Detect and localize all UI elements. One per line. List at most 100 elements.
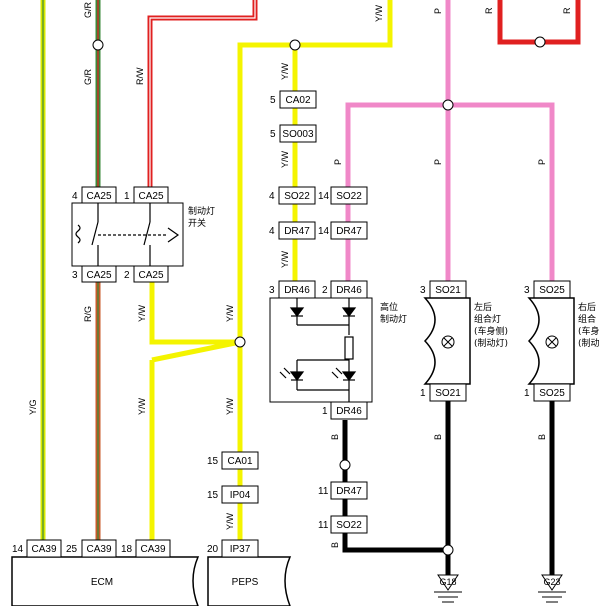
wire-yw-main — [237, 0, 393, 540]
connector-ca25-br-pin: 2 — [124, 270, 130, 281]
wire-rw-stripe — [149, 0, 256, 190]
connector-ca01 — [221, 451, 259, 470]
connector-so003-name: SO003 — [282, 129, 314, 140]
wire-label-r-right: R — [562, 7, 572, 14]
connector-so22-right-pin: 14 — [318, 191, 330, 202]
left-rear-label-1: 左后 — [474, 301, 492, 313]
connector-ca39-c-pin: 18 — [121, 544, 133, 555]
connector-ca25-tr — [133, 186, 169, 204]
splice-gr — [92, 39, 104, 51]
wire-label-yw-c: Y/W — [280, 250, 290, 268]
wire-r-loop — [497, 0, 581, 45]
splice-b — [339, 459, 351, 471]
splice-b-g18 — [442, 544, 454, 556]
peps-label: PEPS — [232, 577, 259, 588]
wire-label-b-a: B — [330, 434, 340, 440]
ground-g18 — [434, 574, 462, 603]
connector-ca02-name: CA02 — [285, 95, 310, 106]
connector-dr46-bottom-name: DR46 — [336, 406, 362, 417]
wire-label-gr-mid: G/R — [83, 68, 93, 85]
ground-g23 — [538, 574, 566, 603]
connector-so21-bottom-name: SO21 — [435, 388, 461, 399]
splice-p — [442, 99, 454, 111]
wire-label-gr-top: G/R — [83, 1, 93, 18]
ground-g23-label: G23 — [543, 577, 560, 587]
wire-label-p-top: P — [433, 8, 443, 14]
ecm-label: ECM — [91, 577, 113, 588]
connector-so25-top-pin: 3 — [524, 285, 530, 296]
wire-label-yw-h: Y/W — [225, 512, 235, 530]
connector-ca25-bl-name: CA25 — [86, 270, 111, 281]
connector-ca02-pin: 5 — [270, 95, 276, 106]
connector-so22-left-pin: 4 — [269, 191, 275, 202]
connector-ca39-a-pin: 14 — [12, 544, 24, 555]
connector-ip37-name: IP37 — [230, 544, 251, 555]
connector-ca25-bl — [81, 265, 117, 283]
connector-so25-bottom-pin: 1 — [524, 388, 530, 399]
right-rear-label-4: (制动 — [578, 337, 600, 349]
wire-label-p-b: P — [433, 159, 443, 165]
left-rear-label-3: (车身侧) — [474, 325, 508, 337]
ground-g18-label: G18 — [439, 577, 456, 587]
splice-yw-top — [289, 39, 301, 51]
wire-label-yw-a: Y/W — [280, 62, 290, 80]
connector-ca39-b-name: CA39 — [86, 544, 111, 555]
connector-so21-top-name: SO21 — [435, 285, 461, 296]
connector-ca39-c — [135, 539, 171, 558]
connector-ca25-bl-pin: 3 — [72, 270, 78, 281]
connector-so22-low — [330, 515, 368, 534]
connector-ca25-tl-pin: 4 — [72, 191, 78, 202]
connector-ca25-br — [133, 265, 169, 283]
wire-label-p-a: P — [333, 159, 343, 165]
connector-ca01-pin: 15 — [207, 456, 219, 467]
connector-ip37-pin: 20 — [207, 544, 219, 555]
wire-label-yw-e: Y/W — [225, 304, 235, 322]
connector-dr47-right-name: DR47 — [336, 226, 362, 237]
right-rear-label-1: 右后 — [578, 301, 596, 313]
connector-so003 — [279, 124, 317, 143]
connector-so22-right-name: SO22 — [336, 191, 362, 202]
connector-ca25-tr-pin: 1 — [124, 191, 130, 202]
connector-ca02 — [279, 90, 317, 109]
connector-so25-bottom-name: SO25 — [539, 388, 565, 399]
connector-ca39-a-name: CA39 — [31, 544, 56, 555]
connector-dr46-right-name: DR46 — [336, 285, 362, 296]
high-mount-stop-lamp — [269, 297, 373, 403]
high-mount-label-1: 高位 — [380, 301, 398, 313]
connector-so25-top-name: SO25 — [539, 285, 565, 296]
wire-label-rw: R/W — [135, 67, 145, 85]
connector-ca39-b-pin: 25 — [66, 544, 78, 555]
connector-ip04-pin: 15 — [207, 490, 219, 501]
connector-so003-pin: 5 — [270, 129, 276, 140]
splice-r — [534, 36, 546, 48]
connector-dr47-left — [278, 221, 316, 240]
connector-ca25-tl — [81, 186, 117, 204]
connector-dr46-left-name: DR46 — [284, 285, 310, 296]
connector-ca25-br-name: CA25 — [138, 270, 163, 281]
connector-ca39-a — [26, 539, 62, 558]
connector-so22-low-name: SO22 — [336, 520, 362, 531]
connector-ca25-tr-name: CA25 — [138, 191, 163, 202]
wire-label-yw-g: Y/W — [225, 397, 235, 415]
connector-so21-bottom-pin: 1 — [420, 388, 426, 399]
wire-label-yg: Y/G — [28, 399, 38, 415]
connector-ip04 — [221, 485, 259, 504]
right-rear-bulb-cross — [547, 337, 557, 347]
wire-label-yw-b: Y/W — [280, 150, 290, 168]
wire-label-yw-top: Y/W — [374, 4, 384, 22]
led-circuit — [279, 298, 357, 402]
connector-so21-top-pin: 3 — [420, 285, 426, 296]
connector-so21-bottom — [429, 383, 467, 402]
wire-label-r-left: R — [484, 7, 494, 14]
connector-ca39-c-name: CA39 — [140, 544, 165, 555]
connector-ip04-name: IP04 — [230, 490, 251, 501]
left-rear-label-4: (制动灯) — [474, 337, 508, 349]
connector-dr47-left-pin: 4 — [269, 226, 275, 237]
right-rear-label-3: (车身 — [578, 325, 600, 337]
switch-symbol — [75, 203, 180, 266]
connector-dr47-low-name: DR47 — [336, 486, 362, 497]
wire-label-b-c: B — [330, 542, 340, 548]
wire-label-b-d: B — [433, 434, 443, 440]
connector-dr47-low-pin: 11 — [318, 486, 329, 497]
